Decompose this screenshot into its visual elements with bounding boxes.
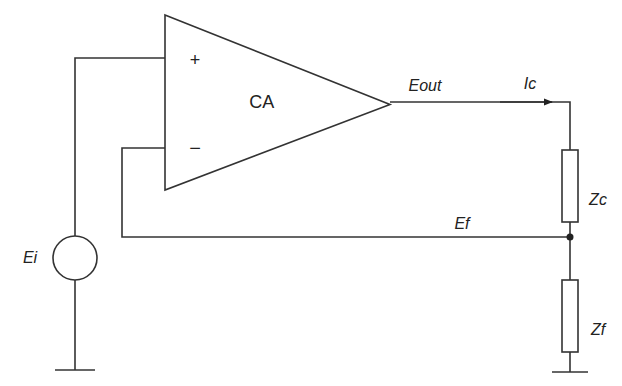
current-name: Ic (524, 76, 536, 92)
signal-name: Ei (23, 250, 37, 266)
ground-symbol (55, 369, 95, 371)
noninverting-wire (75, 58, 165, 236)
junction-dot (567, 234, 574, 241)
pin-sign: + (190, 51, 201, 69)
pin-sign: − (189, 138, 201, 158)
source-ground-wire (74, 280, 76, 370)
current-arrow (500, 101, 552, 103)
resistor-symbol (562, 150, 578, 222)
impedance-name: Zc (589, 192, 607, 208)
voltage-source-symbol (53, 236, 97, 280)
amplifier-outline (165, 15, 390, 190)
output-wire (390, 102, 570, 150)
amplifier-name: CA (249, 92, 274, 113)
impedance-name: Zf (591, 322, 605, 338)
amplifier-triangle: CA (165, 15, 390, 190)
signal-name: Ef (454, 216, 469, 232)
ground-symbol (552, 371, 588, 373)
junction-wire (569, 222, 571, 280)
signal-name: Eout (409, 78, 442, 94)
load-ground-wire (569, 352, 571, 372)
resistor-symbol (562, 280, 578, 352)
